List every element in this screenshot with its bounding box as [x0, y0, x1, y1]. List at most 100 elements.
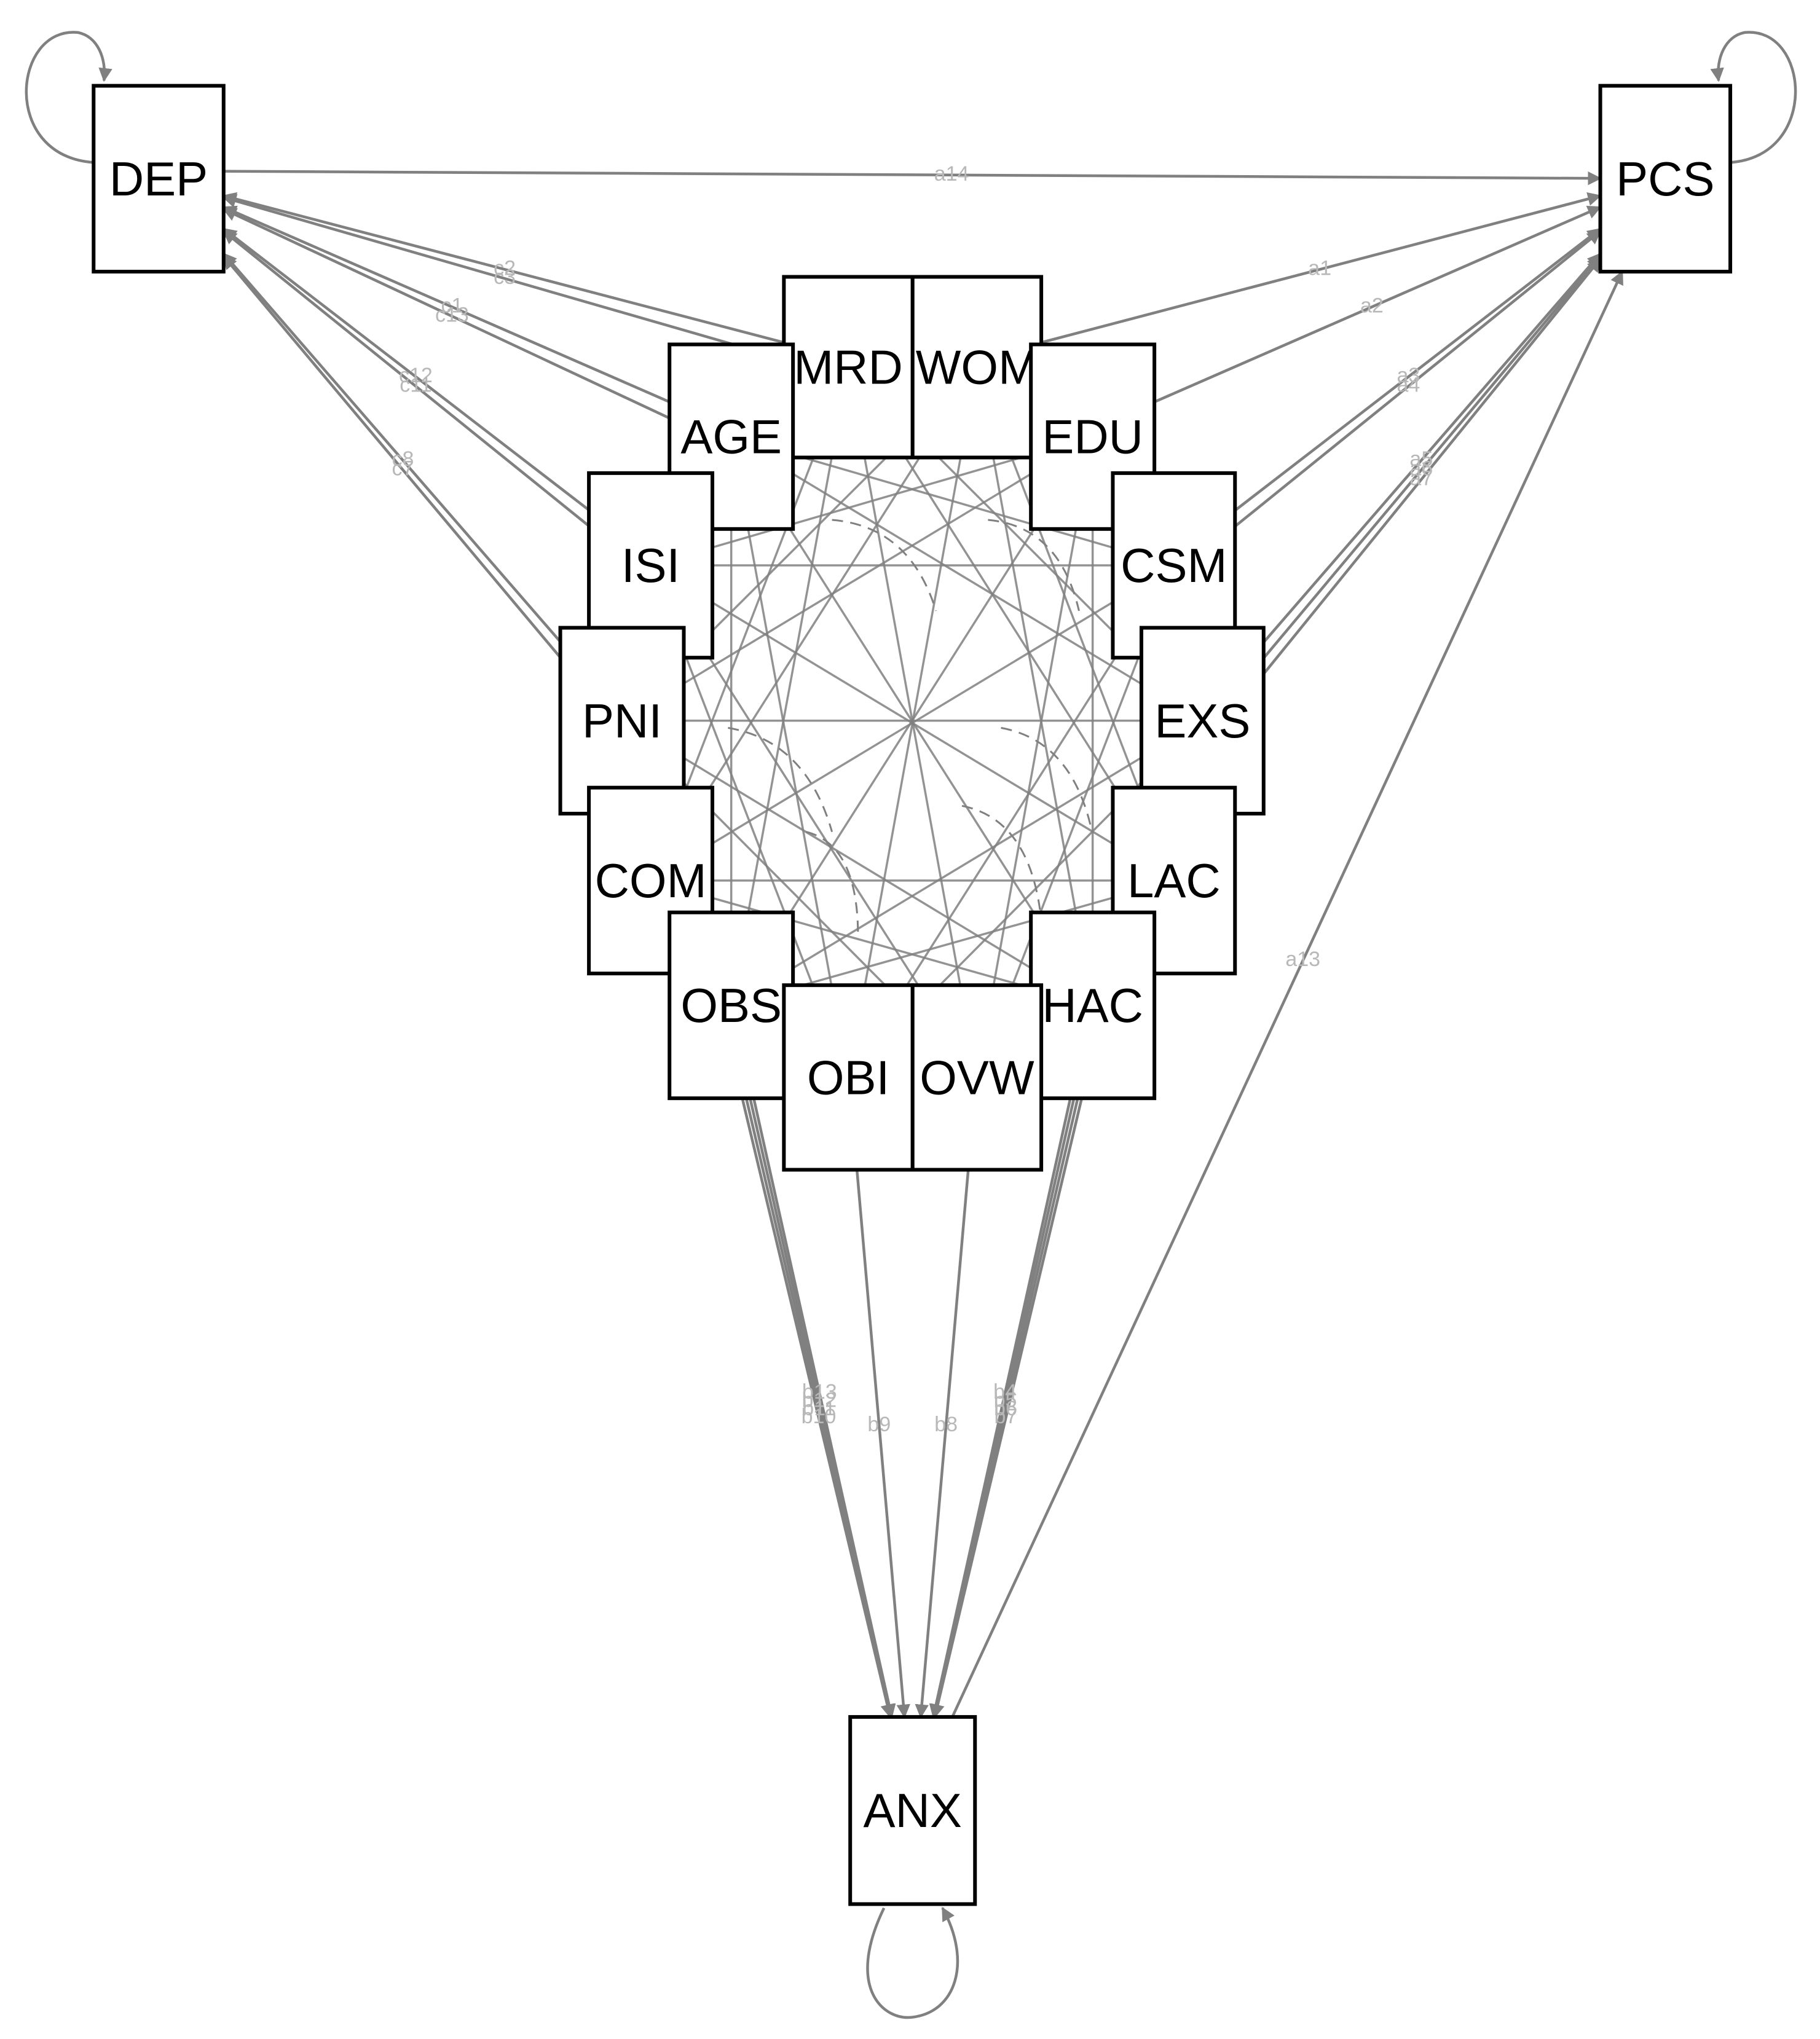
edge-label-a4: a4: [1397, 374, 1420, 397]
edge-label-b12: b12: [802, 1388, 837, 1412]
node-label: PNI: [582, 694, 662, 748]
node-label: AGE: [680, 410, 782, 464]
edge-label-c3: c3: [494, 265, 516, 289]
path-arrow-a7: [1201, 257, 1602, 750]
node-label: HAC: [1042, 978, 1143, 1032]
covariance-line: [730, 436, 849, 1078]
edge-label-c13: c13: [435, 304, 469, 327]
edge-label-b7: b7: [995, 1405, 1018, 1428]
node-box: [668, 910, 795, 1101]
self-loop-anx: [866, 1906, 959, 2019]
covariance-line: [621, 720, 1093, 1007]
node-label: ISI: [621, 538, 680, 592]
path-arrow-a13: [911, 270, 1624, 1804]
covariance-arc: [961, 804, 1041, 910]
self-loop-dep: [25, 31, 112, 164]
node-dep: DEP: [92, 84, 226, 274]
covariance-line: [730, 720, 1203, 1007]
path-arrow-c2: [222, 192, 849, 361]
path-arrow-b7: [931, 1051, 1094, 1719]
edge-label-a2: a2: [1360, 294, 1384, 317]
path-arrow-c8: [223, 253, 623, 714]
edge-label-b6: b6: [994, 1397, 1017, 1420]
edge-label-c12: c12: [399, 364, 433, 387]
edge-label-c11: c11: [400, 374, 431, 397]
path-arrow-b9: [846, 1069, 910, 1719]
node-box: [910, 275, 1044, 460]
edge-label-b10: b10: [802, 1405, 837, 1428]
node-ovw: OVW: [910, 983, 1044, 1172]
node-box: [910, 983, 1044, 1172]
edge-label-c8: c8: [392, 447, 414, 471]
covariance-line: [975, 367, 1094, 1006]
self-loop-pcs: [1710, 31, 1797, 164]
edge-label-a5: a5: [1409, 447, 1433, 471]
node-box: [848, 1715, 977, 1906]
node-label: OBS: [680, 978, 782, 1032]
node-obi: OBI: [782, 983, 915, 1172]
node-wom: WOM: [910, 275, 1044, 460]
node-pni: PNI: [558, 626, 686, 815]
node-label: OBI: [807, 1050, 889, 1104]
path-arrow-c13: [222, 208, 732, 449]
edge-label-b13: b13: [802, 1380, 837, 1404]
covariance-arc: [832, 519, 937, 611]
path-arrow-c11: [223, 230, 652, 577]
covariance-line: [730, 436, 1203, 722]
node-label: DEP: [109, 152, 208, 206]
covariance-line: [730, 367, 849, 1006]
node-hac: HAC: [1029, 910, 1157, 1101]
path-arrow-a6: [1201, 255, 1602, 733]
node-label: MRD: [794, 340, 903, 394]
node-label: WOM: [916, 340, 1038, 394]
node-label: OVW: [920, 1050, 1034, 1104]
edge-label-a7: a7: [1409, 466, 1433, 490]
path-arrow-a14: [159, 169, 1602, 186]
covariance-arc: [988, 519, 1080, 611]
path-arrow-a4: [1173, 230, 1602, 577]
node-label: EXS: [1154, 694, 1250, 748]
edge-label-c7: c7: [392, 457, 414, 481]
edge-label-c2: c2: [494, 256, 516, 280]
node-label: CSM: [1121, 538, 1227, 592]
path-arrow-c1: [222, 205, 732, 431]
node-label: COM: [595, 854, 707, 908]
edge-label-a1: a1: [1308, 256, 1331, 280]
node-exs: EXS: [1139, 626, 1266, 815]
path-arrow-a1: [976, 192, 1602, 361]
edge-label-a3: a3: [1397, 364, 1420, 387]
path-arrow-b10: [730, 1051, 894, 1719]
node-label: EDU: [1042, 410, 1143, 464]
path-arrow-c12: [222, 227, 652, 559]
node-box: [1598, 84, 1733, 274]
edge-label-a13: a13: [1285, 948, 1320, 971]
node-box: [558, 626, 686, 815]
node-lac: LAC: [1111, 785, 1237, 976]
edge-label-b9: b9: [867, 1413, 891, 1436]
node-box: [1139, 626, 1266, 815]
edge-label-b11: b11: [802, 1397, 835, 1420]
path-arrow-b8: [915, 1069, 979, 1719]
node-box: [92, 84, 226, 274]
edge-label-b4: b4: [993, 1380, 1017, 1404]
node-label: LAC: [1127, 854, 1221, 908]
edge-label-a6: a6: [1409, 457, 1433, 481]
covariance-line: [975, 436, 1094, 1078]
covariance-line: [621, 436, 1093, 722]
node-label: ANX: [864, 1783, 962, 1837]
path-arrow-c7: [223, 255, 623, 733]
path-arrow-a3: [1173, 227, 1602, 559]
edge-label-c1: c1: [441, 294, 463, 317]
covariance-arc: [728, 726, 833, 833]
path-arrow-a5: [1201, 253, 1602, 714]
node-mrd: MRD: [782, 275, 915, 460]
path-arrow-a2: [1092, 205, 1602, 431]
edge-label-a14: a14: [934, 162, 969, 186]
node-obs: OBS: [668, 910, 795, 1101]
edge-label-b8: b8: [934, 1413, 958, 1436]
node-label: PCS: [1616, 152, 1714, 206]
node-anx: ANX: [848, 1715, 977, 1906]
node-age: AGE: [668, 342, 795, 531]
node-pcs: PCS: [1598, 84, 1733, 274]
